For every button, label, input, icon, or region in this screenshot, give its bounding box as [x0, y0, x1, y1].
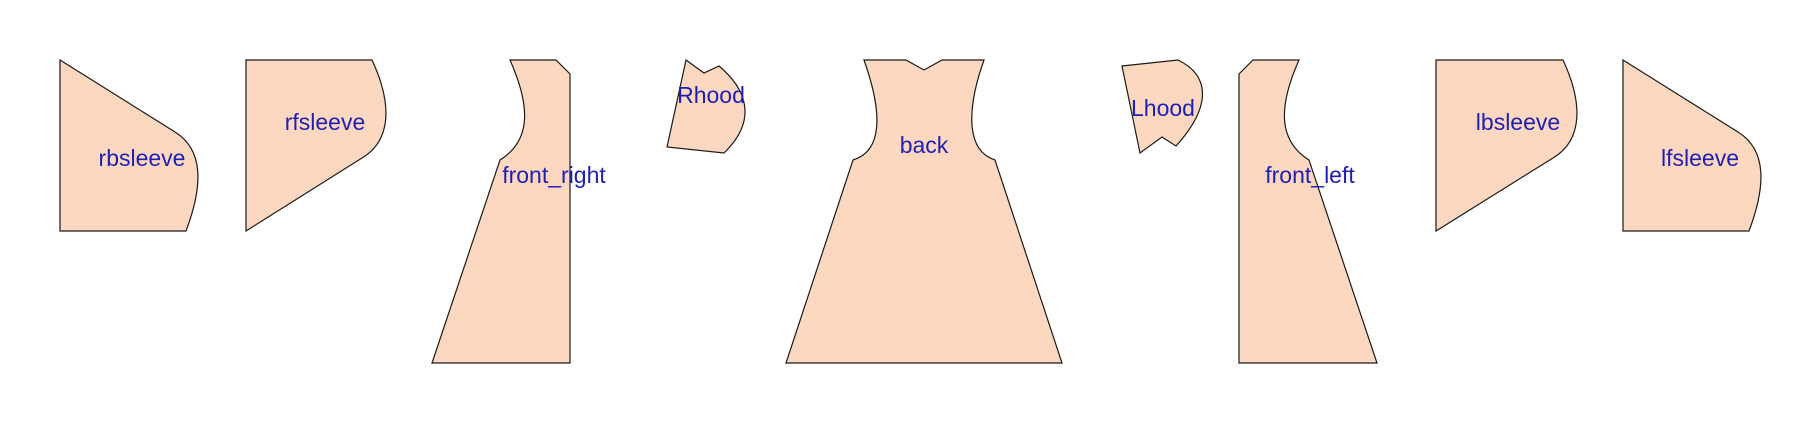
- piece-front-left[interactable]: front_left: [1238, 59, 1378, 364]
- piece-lfsleeve-shape: [1622, 58, 1762, 232]
- piece-rhood[interactable]: Rhood: [666, 58, 746, 154]
- piece-lbsleeve-label: lbsleeve: [1476, 109, 1560, 135]
- piece-rfsleeve-label: rfsleeve: [285, 109, 366, 135]
- piece-back-label: back: [900, 132, 949, 158]
- piece-front-left-label: front_left: [1265, 162, 1355, 188]
- piece-rbsleeve-shape: [59, 58, 199, 232]
- piece-lfsleeve-label: lfsleeve: [1661, 145, 1739, 171]
- piece-lfsleeve[interactable]: lfsleeve: [1622, 58, 1762, 232]
- piece-front-left-shape: [1238, 59, 1378, 364]
- piece-lhood-label: Lhood: [1131, 95, 1195, 121]
- piece-lhood[interactable]: Lhood: [1121, 59, 1203, 155]
- piece-rfsleeve-shape: [245, 59, 387, 233]
- piece-rhood-shape: [666, 58, 746, 154]
- piece-rbsleeve-label: rbsleeve: [99, 145, 186, 171]
- piece-rhood-label: Rhood: [677, 82, 745, 108]
- piece-rfsleeve[interactable]: rfsleeve: [245, 59, 387, 233]
- piece-lhood-shape: [1121, 59, 1203, 155]
- piece-lbsleeve[interactable]: lbsleeve: [1435, 59, 1578, 233]
- piece-back[interactable]: back: [785, 59, 1063, 364]
- piece-rbsleeve[interactable]: rbsleeve: [59, 58, 199, 232]
- piece-lbsleeve-shape: [1435, 59, 1578, 233]
- piece-front-right[interactable]: front_right: [431, 59, 606, 364]
- piece-front-right-shape: [431, 59, 571, 364]
- piece-back-shape: [785, 59, 1063, 364]
- piece-front-right-label: front_right: [502, 162, 606, 188]
